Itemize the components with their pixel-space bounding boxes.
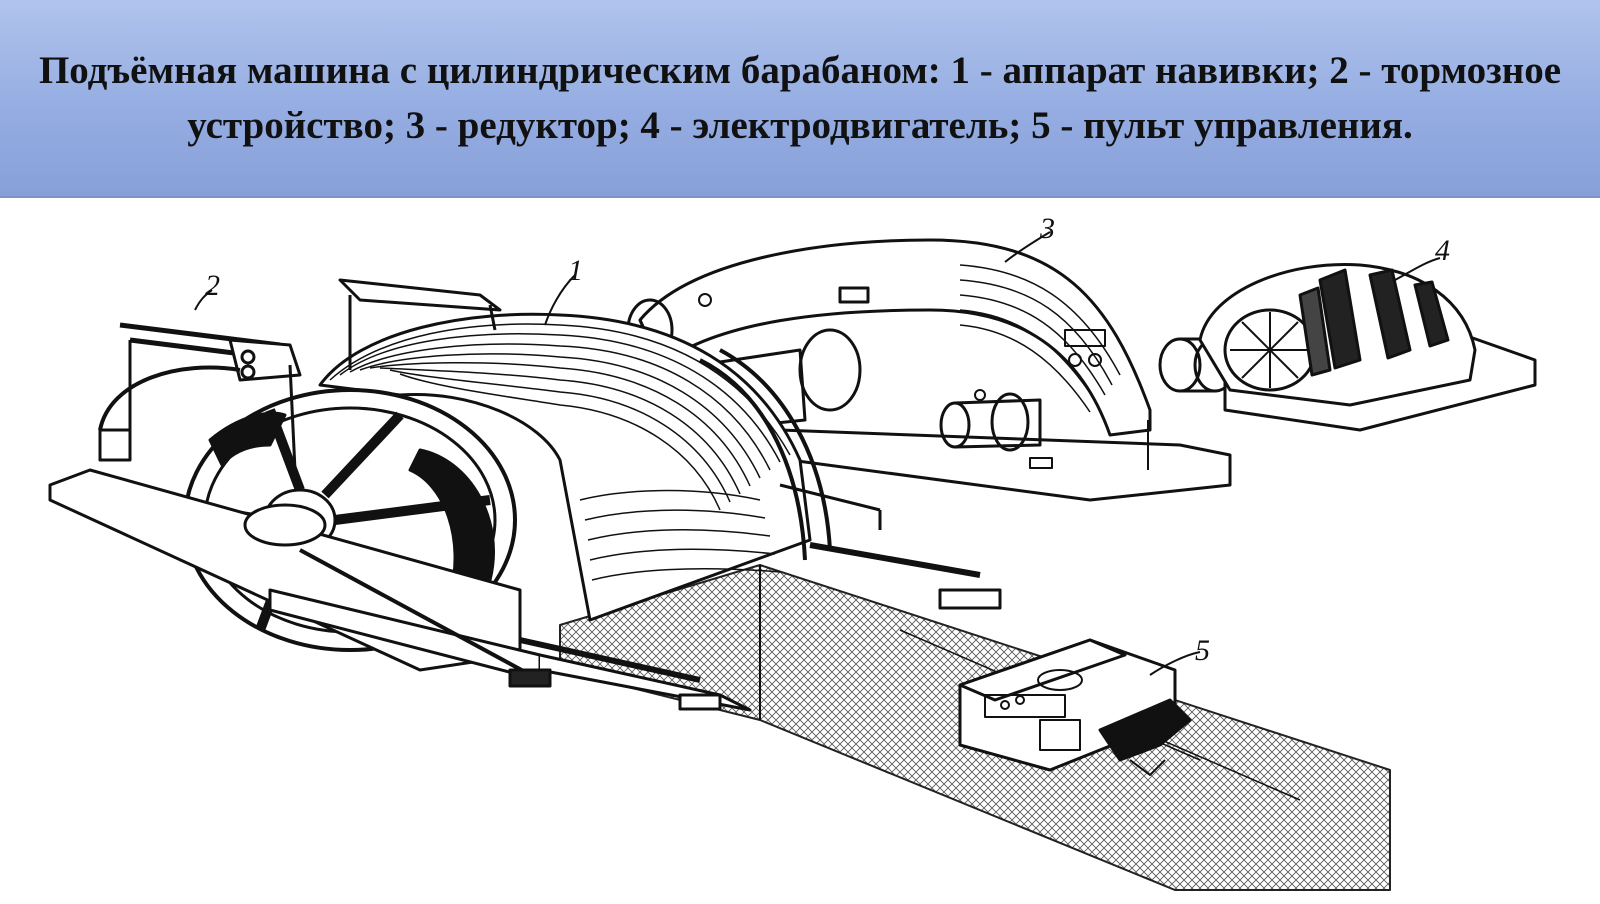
- slide-title: Подъёмная машина с цилиндрическим бараба…: [38, 49, 1562, 147]
- label-motor: 4: [1435, 234, 1450, 267]
- brake-device: [98, 278, 502, 471]
- label-brake: 2: [205, 269, 220, 302]
- hoist-machine-diagram: 1 2 3 4 5: [0, 200, 1600, 899]
- title-bar: Подъёмная машина с цилиндрическим бараба…: [0, 0, 1600, 198]
- control-console: [958, 638, 1192, 776]
- label-console: 5: [1195, 634, 1210, 667]
- label-leaders: [194, 231, 1441, 676]
- drum-base: [48, 468, 1002, 712]
- label-drum: 1: [568, 254, 583, 287]
- label-gearbox: 3: [1039, 212, 1055, 245]
- electric-motor: [1198, 262, 1537, 432]
